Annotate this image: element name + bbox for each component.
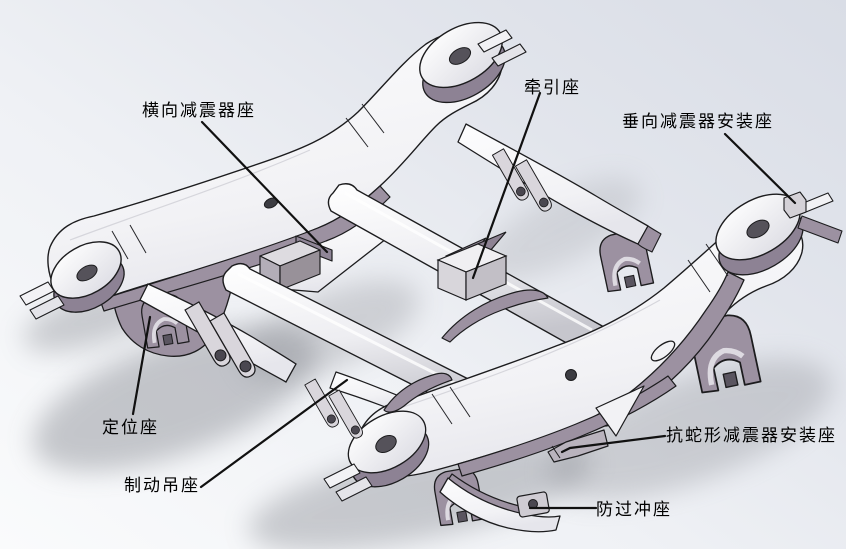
brake-hanger-arm-top (457, 123, 662, 253)
callout-vertical-damper-mount: 垂向减震器安装座 (622, 112, 774, 131)
callout-anti-hunting-damper-mount: 抗蛇形减震器安装座 (666, 426, 837, 445)
leader-positioning-seat (131, 315, 152, 416)
callout-brake-hanger-seat: 制动吊座 (124, 476, 200, 495)
callout-positioning-seat: 定位座 (102, 418, 159, 437)
callout-lateral-damper-seat: 横向减震器座 (142, 101, 256, 120)
end-plate-left (19, 241, 125, 320)
leader-vertical-damper-mount (723, 132, 797, 205)
near-side-beam (304, 191, 843, 533)
end-plate-bottom (323, 410, 430, 502)
leader-anti-hunting-damper-mount (560, 434, 667, 454)
brake-hanger-arm-left (139, 283, 297, 383)
saddle-hole-near (565, 369, 577, 381)
callout-anti-overshoot-seat: 防过冲座 (596, 500, 672, 519)
leader-brake-hanger-seat (199, 378, 349, 489)
end-plate-top (419, 21, 527, 104)
end-plate-right (715, 191, 843, 276)
callout-traction-seat: 牵引座 (524, 78, 581, 97)
leader-lateral-damper-seat (200, 120, 329, 254)
traction-seat-bracket (436, 231, 508, 301)
leader-lines (131, 91, 797, 510)
leader-traction-seat (471, 91, 542, 280)
anti-overshoot-seat-bracket (439, 473, 561, 533)
slot-hole (650, 340, 676, 362)
